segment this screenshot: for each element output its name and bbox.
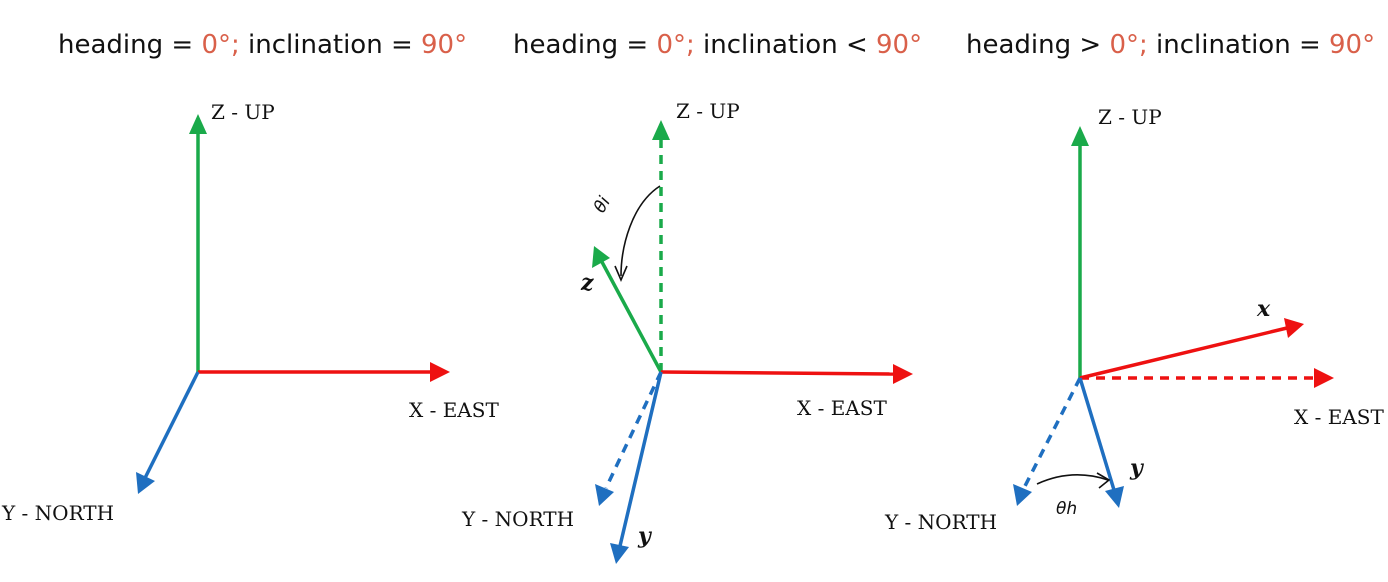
panel-1-heading-value: 0°; [201, 30, 240, 60]
panel-1-inclination-value: 90° [421, 30, 468, 60]
p2-y-axis [618, 371, 663, 547]
panel-3-heading-value: 0°; [1109, 30, 1148, 60]
panel-3-title: heading > 0°; inclination = 90° [966, 30, 1375, 60]
p2-north-axis-dashed [604, 371, 663, 489]
panel-2-title: heading = 0°; inclination < 90° [513, 30, 922, 60]
panel-1-title: heading = 0°; inclination = 90° [58, 30, 467, 60]
p3-x-label: x [1256, 296, 1271, 322]
p2-up-label: Z - UP [676, 99, 740, 123]
p3-east-label: X - EAST [1294, 405, 1384, 429]
p2-inclination-arc-arrow [614, 265, 628, 283]
p3-y-axis [1078, 377, 1116, 491]
p3-heading-arc [1036, 474, 1109, 485]
p3-y-label: y [1129, 455, 1145, 481]
p1-north-label: Y - NORTH [1, 501, 114, 525]
panel-2-inclination-value: 90° [876, 30, 923, 60]
panel-2-axes: Z - UP X - EAST Y - NORTH z y θi [461, 99, 913, 564]
p3-north-arrowhead [1013, 484, 1032, 506]
p3-east-arrowhead [1314, 368, 1334, 388]
panel-3-axes: Z - UP X - EAST Y - NORTH x y θh [884, 105, 1384, 534]
p2-inclination-arc [620, 185, 661, 277]
p3-angle-label: θh [1056, 499, 1077, 519]
p2-east-arrowhead [893, 364, 913, 384]
p3-up-label: Z - UP [1098, 105, 1162, 129]
p1-east-arrowhead [430, 362, 450, 382]
panel-2-title-middle: inclination < [694, 30, 876, 60]
panel-1-axes: Z - UP X - EAST Y - NORTH [1, 100, 499, 525]
p2-y-arrowhead [610, 543, 629, 564]
panel-2-heading-value: 0°; [656, 30, 695, 60]
p1-north-arrowhead [136, 472, 155, 494]
p1-up-label: Z - UP [211, 100, 275, 124]
p3-y-arrowhead [1105, 486, 1124, 508]
p2-east-label: X - EAST [797, 396, 887, 420]
p3-x-axis [1079, 326, 1288, 380]
p1-north-axis [143, 371, 200, 479]
panel-3-title-prefix: heading > [966, 30, 1110, 60]
p3-north-axis-dashed [1022, 377, 1082, 489]
p3-north-label: Y - NORTH [884, 510, 997, 534]
p2-north-arrowhead [595, 484, 614, 506]
p2-z-arrowhead [592, 246, 610, 268]
p2-z-label: z [580, 270, 594, 296]
panel-3-inclination-value: 90° [1329, 30, 1376, 60]
p1-up-arrowhead [189, 114, 207, 134]
panel-1-title-middle: inclination = [239, 30, 421, 60]
p1-east-label: X - EAST [409, 398, 499, 422]
p3-heading-arc-arrow [1096, 472, 1111, 489]
panel-1-title-prefix: heading = [58, 30, 202, 60]
p2-up-arrowhead [652, 120, 670, 140]
p2-north-label: Y - NORTH [461, 507, 574, 531]
panel-2-title-prefix: heading = [513, 30, 657, 60]
p3-up-arrowhead [1071, 126, 1089, 146]
p2-angle-label: θi [590, 193, 615, 216]
panel-3-title-middle: inclination = [1147, 30, 1329, 60]
p2-y-label: y [637, 523, 653, 549]
p2-east-axis [660, 370, 896, 376]
p2-z-axis [600, 261, 663, 373]
p3-x-arrowhead [1284, 318, 1304, 338]
